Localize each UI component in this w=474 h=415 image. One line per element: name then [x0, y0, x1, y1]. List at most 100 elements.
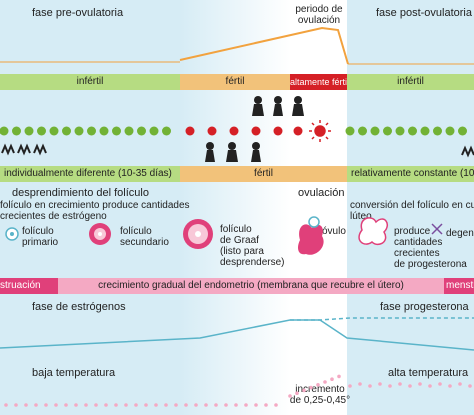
- temperature-dot: [330, 377, 334, 382]
- infertile-day-dot: [0, 126, 9, 136]
- temperature-dots: [4, 374, 472, 407]
- temperature-dot: [224, 403, 228, 407]
- infertile-day-dot: [420, 126, 430, 136]
- temperature-dot: [448, 384, 452, 388]
- ovulation-period-line-2: ovulación: [297, 15, 341, 26]
- temperature-dot: [164, 403, 168, 407]
- temperature-dot: [84, 403, 88, 407]
- fertile-phase-panel: [180, 0, 290, 415]
- infertile-day-dot: [433, 126, 442, 136]
- infertile-day-dot: [99, 126, 109, 136]
- progesterone-production-line-3: crecientes: [394, 248, 440, 259]
- corpus-luteum-icon: [358, 217, 388, 246]
- primary-follicle-line-2: primario: [22, 237, 59, 248]
- infertile-day-dot: [87, 126, 96, 136]
- infertile-day-dot: [49, 126, 59, 136]
- temperature-dot: [295, 391, 299, 396]
- secondary-follicle-line-2: secundario: [120, 237, 169, 248]
- temperature-increase-label: incremento de 0,25-0,45°: [284, 384, 356, 406]
- corpus-luteum-line-1: conversión del folículo en cuerpo: [350, 200, 474, 211]
- temperature-dot: [204, 403, 208, 407]
- infertile-day-dot: [12, 126, 21, 136]
- menstruation-bar-right: menstru: [444, 278, 474, 294]
- temperature-dot: [24, 403, 28, 407]
- primary-follicle-label: folículo primario: [22, 226, 58, 248]
- infertile-day-dot: [149, 126, 159, 136]
- temperature-dot: [264, 403, 268, 407]
- temperature-dot: [358, 382, 362, 386]
- graaf-follicle-line-4: desprenderse): [220, 257, 285, 268]
- secondary-follicle-icon: [89, 223, 111, 245]
- ovum-label: óvulo: [322, 226, 346, 237]
- temperature-dot: [438, 382, 442, 386]
- cycle-length-right-bar: relativamente constante (10-16: [347, 166, 474, 182]
- mucus-icon: [1, 143, 47, 156]
- temperature-dot: [458, 382, 462, 386]
- progesterone-phase-label: fase progesterona: [380, 301, 469, 313]
- follicle-growth-line-1: folículo en crecimiento produce cantidad…: [0, 200, 190, 211]
- graaf-follicle-line-2: de Graaf: [220, 235, 259, 246]
- temperature-dot: [194, 403, 198, 407]
- ovulation-curve: [179, 26, 349, 65]
- temperature-dot: [64, 403, 68, 407]
- mucus-icon-right: [461, 145, 474, 158]
- temperature-dot: [44, 403, 48, 407]
- progesterone-production-line-4: de progesterona: [394, 259, 467, 270]
- infertile-day-dot: [124, 126, 134, 136]
- graaf-follicle-icon: [183, 219, 213, 249]
- temperature-dot: [309, 385, 313, 390]
- primary-follicle-icon: [5, 227, 19, 241]
- cycle-length-left-bar: individualmente diferente (10-35 días): [0, 166, 180, 182]
- corpus-luteum-line-2: lúteo: [350, 211, 372, 222]
- temperature-dot: [104, 403, 108, 407]
- ovulation-period-line-1: periodo de: [295, 4, 343, 15]
- temperature-dot: [254, 403, 258, 407]
- temperature-dot: [34, 403, 38, 407]
- low-temperature-label: baja temperatura: [32, 367, 116, 379]
- couple-icons-lower: [205, 142, 261, 162]
- degeneration-icon: [431, 223, 443, 235]
- fertile-day-dot: [273, 126, 283, 136]
- graaf-follicle-line-3: (listo para: [220, 246, 264, 257]
- progesterone-production-line-2: cantidades: [394, 237, 443, 248]
- follicle-growth-text: folículo en crecimiento produce cantidad…: [0, 200, 190, 222]
- temperature-dot: [184, 403, 188, 407]
- infertile-day-dot: [370, 126, 380, 136]
- temperature-dot: [234, 403, 238, 407]
- infertile-day-dot: [37, 126, 46, 136]
- infertile-day-dot: [137, 126, 146, 136]
- pre-ovulatory-phase-label: fase pre-ovulatoria: [32, 7, 124, 19]
- corpus-luteum-text: conversión del folículo en cuerpo lúteo: [350, 200, 474, 222]
- infertile-day-dot: [408, 126, 417, 136]
- temperature-dot: [378, 382, 382, 386]
- temperature-increase-line-2: de 0,25-0,45°: [289, 395, 351, 406]
- high-temperature-label: alta temperatura: [388, 367, 469, 379]
- temperature-dot: [124, 403, 128, 407]
- infertile-day-dot: [162, 126, 171, 136]
- infertile-day-dot: [458, 126, 467, 136]
- highly-fertile-bar: altamente fértil: [290, 74, 347, 90]
- couple-icons-upper: [252, 96, 304, 116]
- temperature-dot: [348, 384, 352, 388]
- temperature-dot: [316, 383, 320, 387]
- temperature-dot: [302, 388, 306, 393]
- graaf-follicle-label: folículo de Graaf (listo para desprender…: [220, 224, 284, 268]
- temperature-dot: [244, 403, 248, 407]
- temperature-dot: [134, 403, 138, 407]
- post-ovulatory-phase-label: fase post-ovulatoria: [376, 7, 472, 19]
- infertile-day-dot: [74, 126, 84, 136]
- infertile-day-dot: [24, 126, 34, 136]
- endometrium-growth-bar: crecimiento gradual del endometrio (memb…: [58, 278, 444, 294]
- infertile-day-dot: [395, 126, 405, 136]
- temperature-dot: [468, 384, 472, 388]
- temperature-dot: [54, 403, 58, 407]
- temperature-dot: [4, 403, 8, 407]
- infertile-day-dot: [112, 126, 121, 136]
- cycle-day-dots: [0, 126, 467, 136]
- temperature-dot: [388, 384, 392, 388]
- infertile-bar-right: infértil: [347, 74, 474, 90]
- menstruation-bar-left: struación: [0, 278, 58, 294]
- temperature-dot: [428, 384, 432, 388]
- follicle-growth-line-2: crecientes de estrógeno: [0, 211, 107, 222]
- temperature-dot: [288, 394, 292, 398]
